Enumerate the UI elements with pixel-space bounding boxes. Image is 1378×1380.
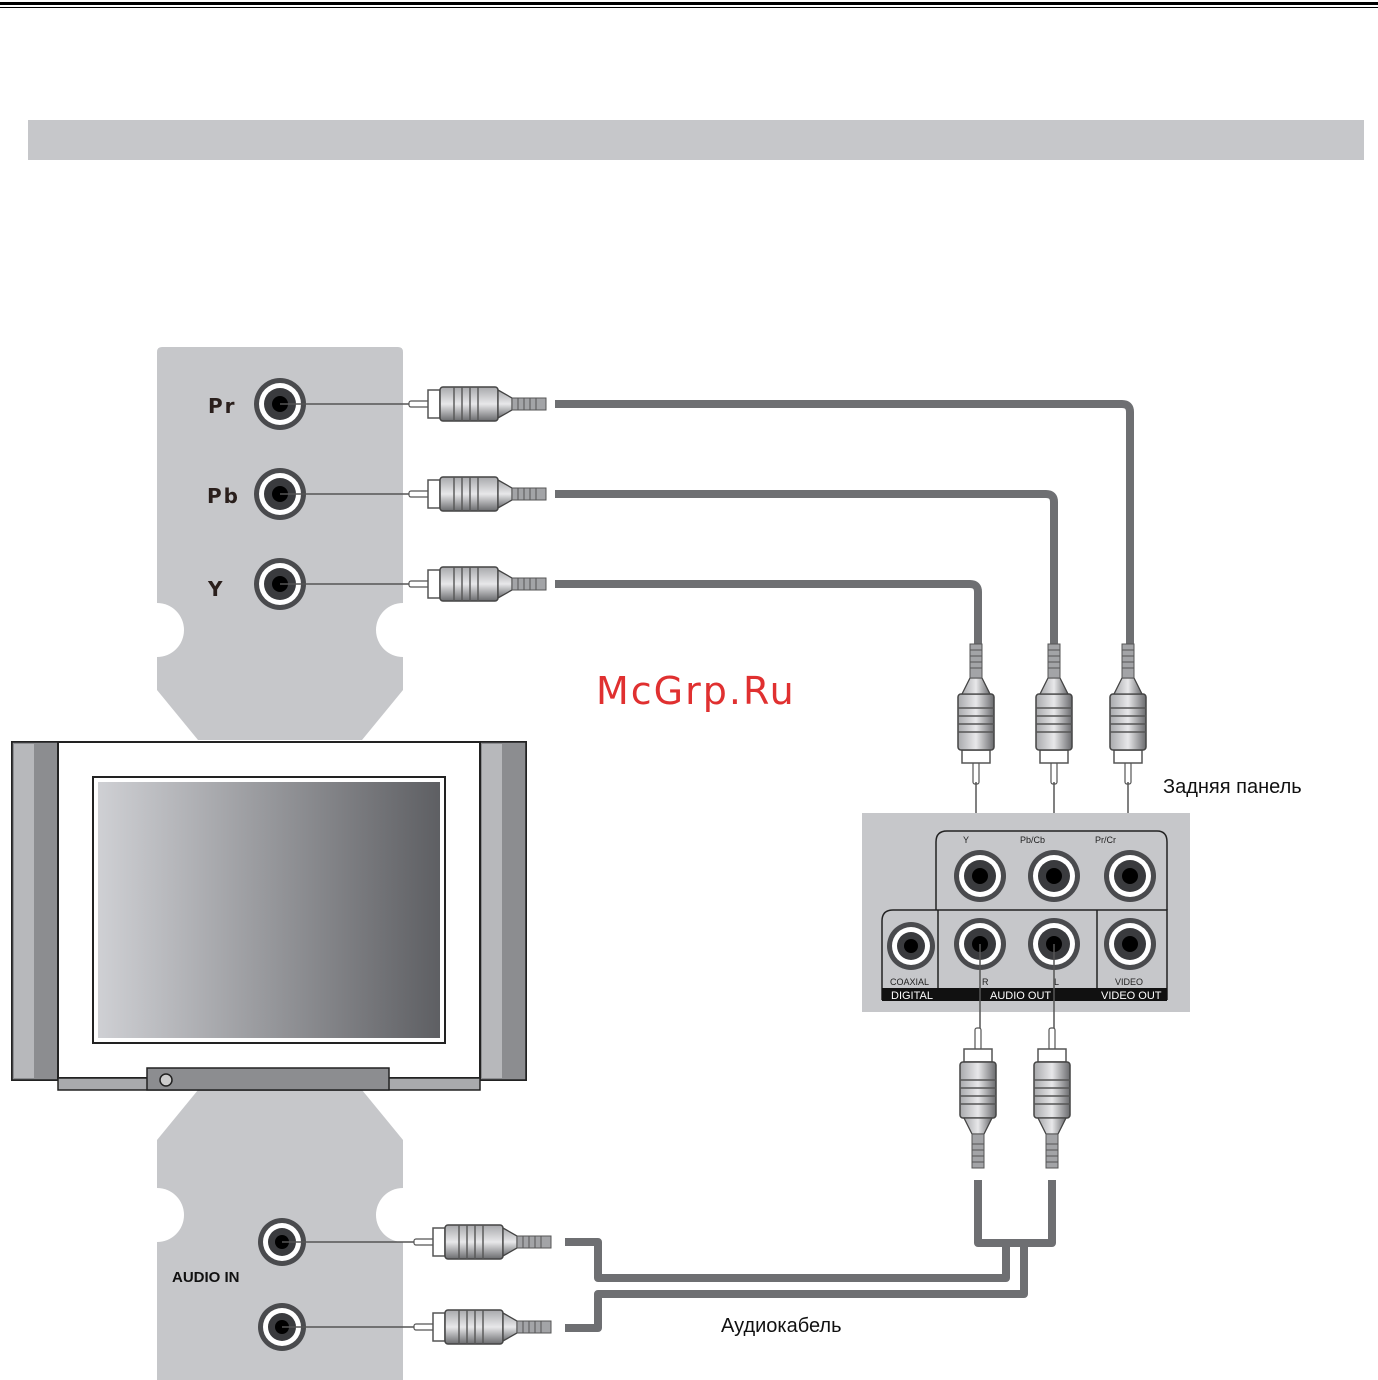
- y-rear-plug: [958, 644, 994, 784]
- audio-out-band-label: AUDIO OUT: [990, 990, 1051, 1002]
- audio-r-rear-plug: [960, 1028, 996, 1168]
- watermark: McGrp.Ru: [596, 669, 796, 713]
- rear-r-label: R: [982, 977, 989, 987]
- power-indicator-icon: [160, 1074, 172, 1086]
- y-cable-plug: [409, 567, 546, 601]
- pr-rear-plug: [1110, 644, 1146, 784]
- tv-set: [12, 742, 526, 1090]
- rear-panel-caption: Задняя панель: [1163, 776, 1302, 798]
- audio-cable-caption: Аудиокабель: [721, 1315, 842, 1337]
- rear-panel: Y Pb/Cb Pr/Cr COAXIAL R L VIDEO DIGITAL …: [862, 813, 1190, 1012]
- rear-pr-label: Pr/Cr: [1095, 835, 1116, 845]
- y-label: Y: [207, 577, 224, 601]
- pb-rear-plug: [1036, 644, 1072, 784]
- rear-pb-jack: [1028, 850, 1080, 902]
- rear-pb-label: Pb/Cb: [1020, 835, 1045, 845]
- rear-l-label: L: [1054, 977, 1059, 987]
- tv-screen: [98, 782, 440, 1038]
- component-cables: [555, 404, 1130, 645]
- video-out-band-label: VIDEO OUT: [1101, 990, 1162, 1002]
- rear-y-label: Y: [963, 835, 969, 845]
- rear-y-jack: [954, 850, 1006, 902]
- audio-l-rear-plug: [1034, 1028, 1070, 1168]
- audio-cable-plug-lower: [414, 1310, 551, 1344]
- audio-cable: [565, 1180, 1052, 1328]
- rear-video-label: VIDEO: [1115, 977, 1143, 987]
- pb-cable-plug: [409, 477, 546, 511]
- rear-coaxial-label: COAXIAL: [890, 977, 929, 987]
- digital-band-label: DIGITAL: [891, 990, 933, 1002]
- tv-component-panel: Pr Pb Y: [130, 347, 430, 740]
- rear-pr-jack: [1104, 850, 1156, 902]
- rear-video-jack: [1104, 918, 1156, 970]
- pr-label: Pr: [208, 394, 237, 418]
- audio-cable-plug-upper: [414, 1225, 551, 1259]
- pr-cable-plug: [409, 387, 546, 421]
- rear-coaxial-jack: [887, 922, 935, 970]
- audio-in-label: AUDIO IN: [172, 1269, 240, 1286]
- pb-label: Pb: [207, 484, 240, 508]
- tv-audio-panel: AUDIO IN: [130, 1090, 430, 1380]
